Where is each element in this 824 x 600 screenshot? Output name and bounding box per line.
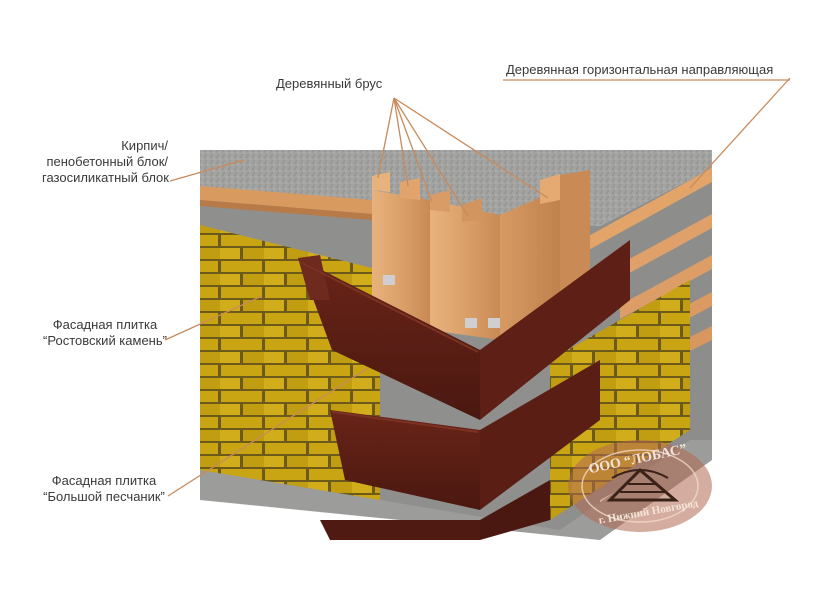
label-wall-material-line: Кирпич/: [121, 138, 168, 153]
label-wood-beam: Деревянный брус: [276, 76, 382, 92]
label-wood-beam-text: Деревянный брус: [276, 76, 383, 91]
label-tile-sandstone: Фасадная плитка “Большой песчаник”: [40, 473, 168, 505]
label-horizontal-guide-text: Деревянная горизонтальная направляющая: [506, 62, 774, 77]
label-tile-rostov: Фасадная плитка “Ростовский камень”: [40, 317, 170, 349]
label-wall-material-line: газосиликатный блок: [42, 170, 169, 185]
horizontal-guides-left: [200, 186, 372, 220]
tile-sandstone-corner: [298, 240, 630, 540]
label-tile-sandstone-line: “Большой песчаник”: [43, 489, 165, 504]
label-tile-sandstone-line: Фасадная плитка: [51, 473, 157, 488]
label-tile-rostov-line: Фасадная плитка: [52, 317, 158, 332]
label-horizontal-guide: Деревянная горизонтальная направляющая: [506, 62, 773, 78]
leader-lines: [164, 77, 791, 497]
label-tile-rostov-line: “Ростовский камень”: [43, 333, 167, 348]
label-wall-material-line: пенобетонный блок/: [46, 154, 168, 169]
company-logo: [568, 440, 712, 532]
label-wall-material: Кирпич/ пенобетонный блок/ газосиликатны…: [42, 138, 169, 186]
wooden-beam-corner: [372, 170, 590, 340]
wall-base: [200, 440, 712, 540]
